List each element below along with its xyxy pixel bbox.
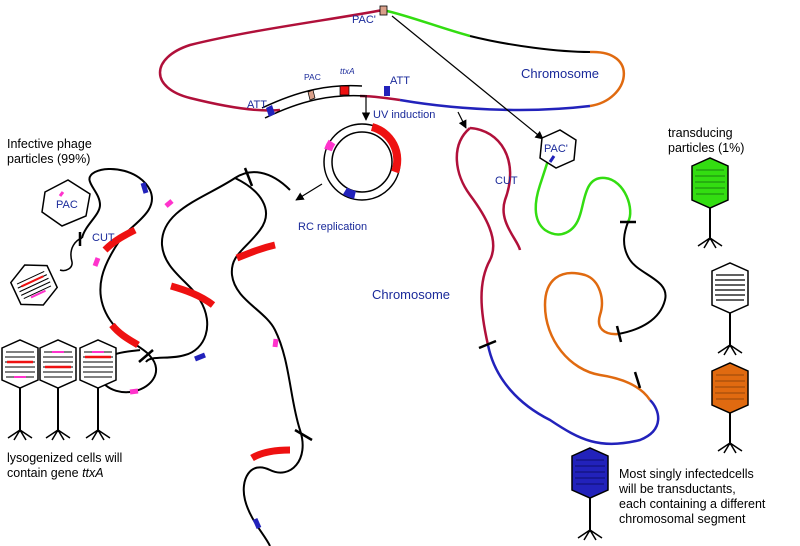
transducing-particles — [571, 157, 749, 541]
top-chromosome-orange-segment — [589, 50, 625, 108]
tail-fiber-icon — [577, 529, 603, 541]
transducing-particle-green — [691, 157, 729, 249]
phage-head-icon — [711, 362, 749, 414]
lysogenized-line-1: lysogenized cells will — [7, 451, 122, 465]
phage-head-icon — [539, 129, 577, 169]
label-cut-left: CUT — [92, 232, 115, 244]
label-chromosome-mid: Chromosome — [372, 287, 450, 302]
tail-fiber-icon — [45, 429, 71, 441]
arrow-to-mid-chromosome — [457, 111, 467, 129]
transductants-line-3: each containing a different — [619, 497, 766, 511]
label-pac-ring: PAC — [304, 72, 321, 82]
top-chromosome — [158, 5, 625, 112]
infective-line-2: particles (99%) — [7, 152, 90, 166]
tail-fiber-icon — [717, 442, 743, 454]
lysogenized-prefix: contain gene — [7, 466, 82, 480]
transductants-line-2: will be transductants, — [618, 482, 736, 496]
label-pac-phage-right: PAC' — [544, 143, 568, 155]
concatemer-strand-middle — [138, 167, 313, 546]
label-ttxa-ring: ttxA — [340, 66, 355, 76]
phage-head-icon — [691, 157, 729, 209]
label-att-left: ATT — [247, 99, 267, 111]
top-chromosome-black-segment — [469, 35, 591, 53]
lysogenized-line-2: contain gene ttxA — [7, 466, 104, 480]
tail-fiber-icon — [85, 429, 111, 441]
phage-head-icon — [571, 447, 609, 499]
transducing-line-1: transducing — [668, 126, 733, 140]
caption-lysogenized: lysogenized cells will contain gene ttxA — [7, 451, 122, 480]
transductants-line-1: Most singly infectedcells — [619, 467, 754, 481]
infective-phage-particles — [1, 339, 117, 441]
phage-head-packaging-right — [539, 129, 577, 169]
label-att-right: ATT — [390, 75, 410, 87]
phage-head-icon — [39, 339, 77, 389]
phage-particle-3 — [79, 339, 117, 441]
phage-head-packaging-left — [41, 179, 91, 227]
phage-head-icon — [1, 339, 39, 389]
transducing-particle-black — [711, 262, 749, 356]
phage-head-icon — [79, 339, 117, 389]
caption-transducing: transducing particles (1%) — [668, 126, 744, 155]
transducing-particle-orange — [711, 362, 749, 454]
label-rc-replication: RC replication — [298, 221, 367, 233]
label-cut-mid: CUT — [495, 175, 518, 187]
arrow-pac-to-phage — [391, 15, 544, 140]
integrated-prophage — [261, 84, 390, 119]
top-chromosome-red-arc — [158, 8, 384, 112]
tail-fiber-icon — [7, 429, 33, 441]
caption-infective: Infective phage particles (99%) — [7, 137, 92, 166]
transducing-particle-blue — [571, 447, 609, 541]
phage-head-icon — [41, 179, 91, 227]
transductants-line-4: chromosomal segment — [619, 512, 746, 526]
transducing-line-2: particles (1%) — [668, 141, 744, 155]
top-chromosome-green-segment — [382, 8, 471, 38]
infective-line-1: Infective phage — [7, 137, 92, 151]
arrow-rc-replication — [295, 183, 323, 201]
top-chromosome-blue-segment — [399, 98, 591, 112]
tail-fiber-icon — [697, 237, 723, 249]
gene-ttxa: ttxA — [82, 466, 104, 480]
phage-head-filled-left — [9, 264, 59, 306]
phage-particle-2 — [39, 339, 77, 441]
phage-particle-1 — [1, 339, 39, 441]
concatemer-strand-left — [59, 168, 157, 395]
circular-phage-genome — [323, 123, 402, 201]
label-pac-top: PAC' — [352, 14, 376, 26]
tail-fiber-icon — [717, 344, 743, 356]
label-uv-induction: UV induction — [373, 109, 435, 121]
caption-transductants: Most singly infectedcells will be transd… — [618, 467, 766, 526]
label-pac-phage-left: PAC — [56, 199, 78, 211]
phage-head-icon — [711, 262, 749, 314]
mid-chromosome — [455, 126, 667, 446]
pac-marker-top — [379, 5, 388, 16]
label-chromosome-top: Chromosome — [521, 66, 599, 81]
